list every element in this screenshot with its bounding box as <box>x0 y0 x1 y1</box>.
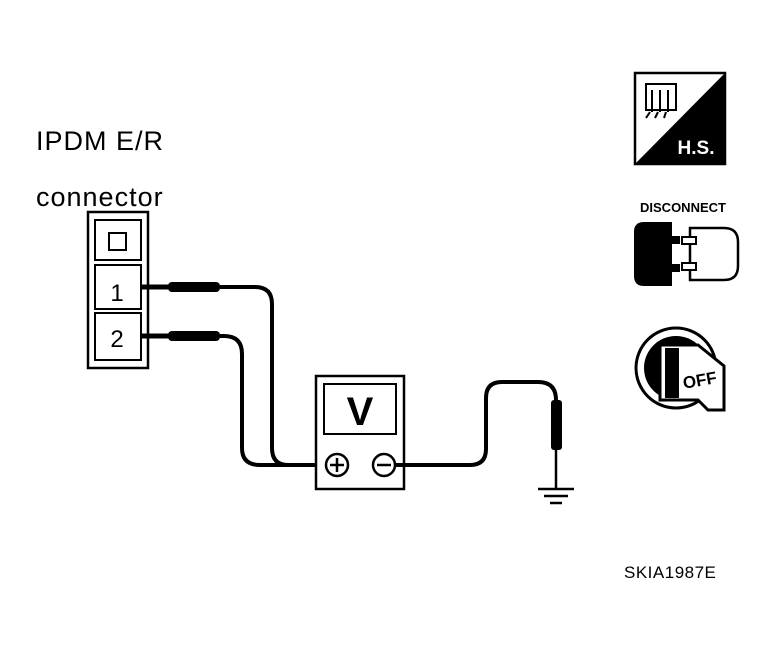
figure-id: SKIA1987E <box>624 563 717 582</box>
connector-lock-square <box>108 232 127 251</box>
terminal-2-label: 2 <box>110 326 123 353</box>
terminal-1-label: 1 <box>110 280 123 307</box>
voltmeter-mode-label: V <box>347 390 374 434</box>
disconnect-label: DISCONNECT <box>640 200 726 215</box>
ipdm-connector: 1 2 <box>86 210 150 370</box>
harness-side-icon: H.S. <box>633 71 727 166</box>
probe-2 <box>140 331 320 467</box>
harness-side-label: H.S. <box>678 138 715 159</box>
ignition-key-off-icon: OFF <box>634 326 726 412</box>
connector-title: IPDM E/R connector <box>36 126 164 232</box>
connector-title-line2: connector <box>36 182 164 212</box>
ground-icon <box>538 487 574 505</box>
connector-title-line1: IPDM E/R <box>36 126 165 156</box>
voltmeter: V <box>314 374 406 491</box>
ground-lead <box>395 380 562 488</box>
disconnect-icon: DISCONNECT <box>634 200 740 286</box>
probe-1 <box>140 282 316 467</box>
